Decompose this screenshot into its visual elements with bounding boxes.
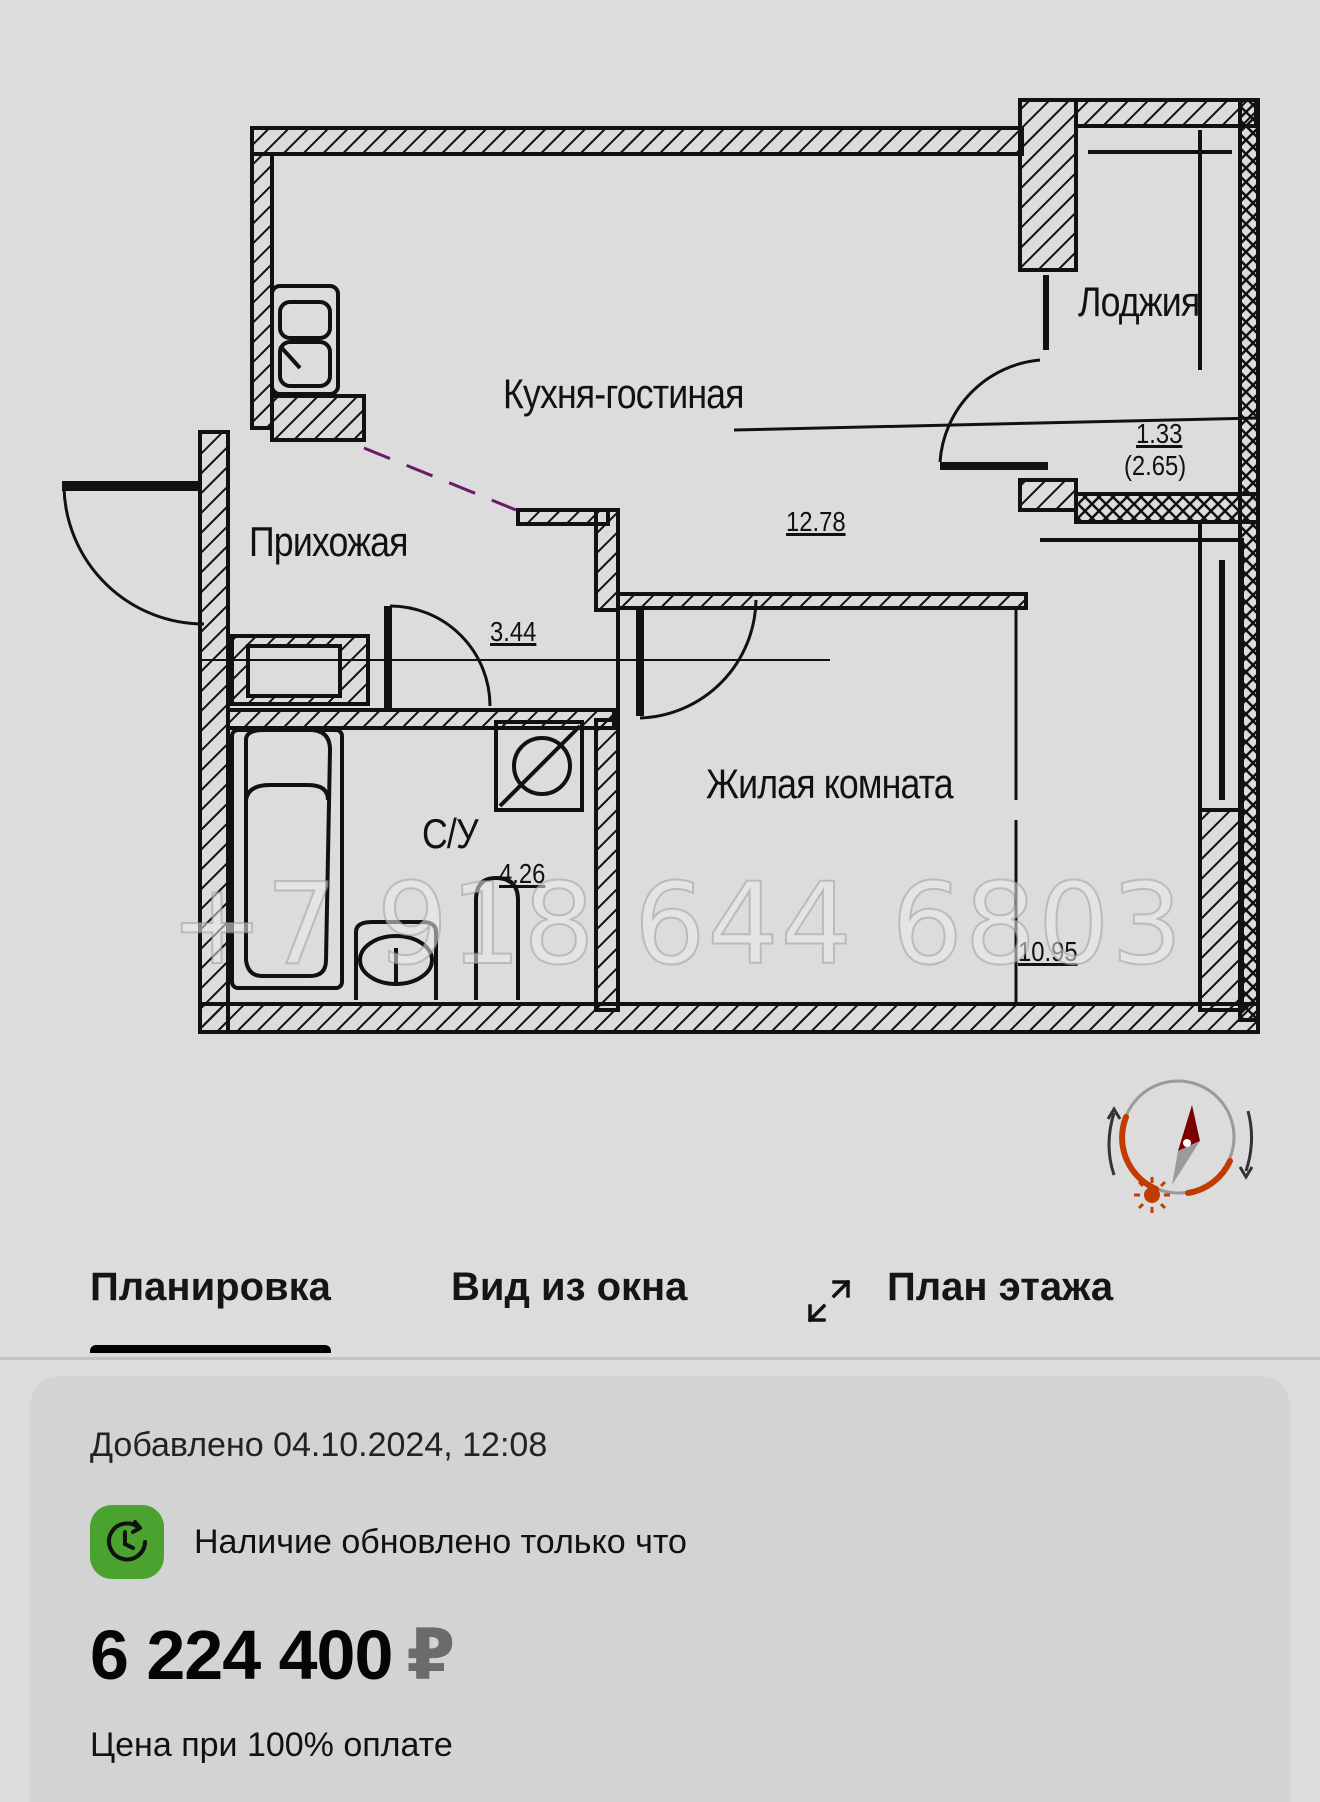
tab-floor-plan[interactable]: План этажа xyxy=(887,1265,1114,1309)
room-label-hallway: Прихожая xyxy=(249,518,408,565)
price-value: 6 224 400 xyxy=(90,1616,393,1694)
room-label-kitchen: Кухня-гостиная xyxy=(503,370,745,417)
listing-info-card: Добавлено 04.10.2024, 12:08 Наличие обно… xyxy=(30,1376,1290,1802)
room-label-loggia: Лоджия xyxy=(1078,278,1200,325)
room-area-kitchen: 12.78 xyxy=(786,506,846,537)
availability-text: Наличие обновлено только что xyxy=(194,1522,687,1561)
room-area-bathroom: 4.26 xyxy=(499,858,546,889)
expand-arrows-icon[interactable] xyxy=(806,1278,852,1324)
room-label-living-room: Жилая комната xyxy=(706,760,954,807)
currency-symbol: ₽ xyxy=(406,1616,455,1694)
availability-status: Наличие обновлено только что xyxy=(90,1504,687,1580)
room-area-loggia-full: (2.65) xyxy=(1124,450,1187,481)
price: 6 224 400₽ xyxy=(90,1614,455,1696)
floor-plan[interactable]: Кухня-гостиная 12.78 Прихожая 3.44 С/У 4… xyxy=(0,0,1320,1230)
floor-plan-drawing xyxy=(62,98,1260,1034)
clock-refresh-icon xyxy=(90,1505,164,1579)
room-label-bathroom: С/У xyxy=(422,810,479,857)
tab-bar: Планировка Вид из окна План этажа xyxy=(0,1255,1320,1360)
room-area-living-room: 10.95 xyxy=(1018,936,1078,967)
price-note: Цена при 100% оплате xyxy=(90,1726,453,1764)
room-area-hallway: 3.44 xyxy=(490,616,537,647)
tab-layout[interactable]: Планировка xyxy=(90,1265,331,1353)
tab-window-view[interactable]: Вид из окна xyxy=(451,1265,688,1309)
compass-sun-icon[interactable] xyxy=(1090,1075,1260,1215)
room-area-loggia: 1.33 xyxy=(1136,418,1183,449)
added-date: Добавлено 04.10.2024, 12:08 xyxy=(90,1426,548,1464)
